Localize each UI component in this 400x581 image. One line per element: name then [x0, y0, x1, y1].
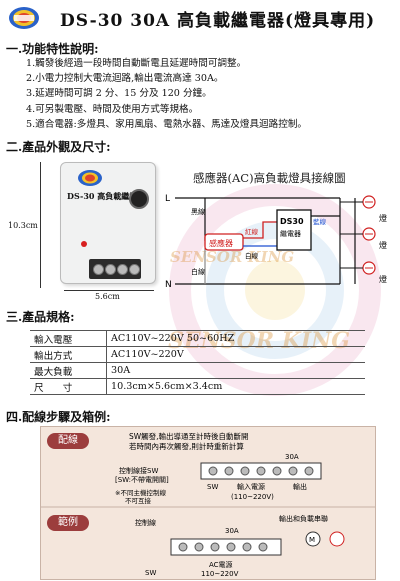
- white-wire-label: 白線: [191, 267, 205, 276]
- svg-text:M: M: [309, 536, 315, 544]
- lamp-icon: [362, 195, 376, 209]
- sw-label: SW: [207, 483, 218, 491]
- device-photo: DS-30 高負載繼電器: [60, 162, 156, 284]
- device-model-label: DS-30 高負載繼電器: [67, 191, 146, 201]
- terminal-block: [89, 259, 141, 279]
- ac-power-label: AC電源: [209, 560, 233, 569]
- indicator-led-icon: [81, 241, 87, 247]
- lamp-icon: [362, 261, 376, 275]
- spec-key: 輸出方式: [30, 346, 107, 363]
- white2-wire-label: 白線: [245, 251, 259, 260]
- control-sw-note: [SW:不帶電開關]: [115, 476, 169, 484]
- screw-icon: [117, 264, 128, 275]
- section-spec-heading: 三.產品規格:: [6, 310, 75, 324]
- spec-table: 輸入電壓 AC110V~220V 50~60HZ 輸出方式 AC110V~220…: [30, 330, 365, 395]
- table-row: 尺 寸 10.3cm×5.6cm×3.4cm: [30, 378, 365, 395]
- spec-value: AC110V~220V 50~60HZ: [106, 330, 365, 347]
- black-wire-label: 黑線: [191, 207, 205, 216]
- amp-label: 30A: [225, 527, 239, 535]
- lamp-label: 燈: [379, 240, 387, 250]
- table-row: 輸入電壓 AC110V~220V 50~60HZ: [30, 330, 365, 347]
- relay-sub-label: 繼電器: [280, 229, 301, 238]
- feature-item: 4.可另製電壓、時間及使用方式等規格。: [26, 103, 199, 115]
- sw-label: SW: [145, 569, 156, 577]
- section-wiring-heading: 四.配線步驟及箱例:: [6, 410, 111, 424]
- width-dimension-label: 5.6cm: [95, 292, 120, 301]
- table-row: 輸出方式 AC110V~220V: [30, 346, 365, 363]
- height-dimension-label: 10.3cm: [8, 221, 38, 230]
- red-wire-label: 紅線: [245, 227, 259, 236]
- page-title: DS-30 30A 高負載繼電器(燈具專用): [60, 11, 376, 31]
- lamp-label: 燈: [379, 274, 387, 284]
- feature-item: 3.延遲時間可調 2 分、15 分及 120 分鐘。: [26, 88, 212, 100]
- watermark-text: SENSOR KING: [170, 248, 295, 266]
- no-cross-note-2: 不可互接: [125, 496, 152, 505]
- motor-icon: M: [305, 531, 321, 547]
- spec-value: 10.3cm×5.6cm×3.4cm: [106, 378, 365, 395]
- spec-key: 最大負載: [30, 362, 107, 379]
- wiring-diagram: L N 黑線 白線 感應器 紅線 白線 DS30 繼電器 藍線: [165, 186, 397, 292]
- feature-item: 1.觸發後經過一段時間自動斷電且延遲時間可調整。: [26, 58, 247, 69]
- output-label: 輸出: [293, 482, 307, 491]
- lamp-icon: [362, 227, 376, 241]
- sensor-label: 感應器: [209, 238, 233, 248]
- spec-key: 尺 寸: [30, 378, 107, 395]
- section-features-heading: 一.功能特性說明:: [6, 42, 99, 56]
- device-logo-icon: [77, 169, 103, 187]
- section-appearance-heading: 二.產品外觀及尺寸:: [6, 140, 111, 154]
- feature-item: 5.適合電器:多燈具、家用風扇、電熱水器、馬達及燈具迴路控制。: [26, 118, 308, 130]
- width-dimension-line: [64, 290, 154, 291]
- wiring-diagram-title: 感應器(AC)高負載燈具接線圖: [193, 171, 346, 185]
- voltage-range-label: (110~220V): [231, 493, 274, 501]
- control-sw-label: 控制線接SW: [119, 466, 158, 475]
- screw-icon: [129, 264, 140, 275]
- ac-range-label: 110~220V: [201, 570, 239, 578]
- lamp-label: 燈: [379, 213, 387, 223]
- amp-label: 30A: [285, 453, 299, 461]
- screw-icon: [93, 264, 104, 275]
- sensor-king-logo: [8, 6, 40, 30]
- spec-value: 30A: [106, 362, 365, 379]
- example-tag: 範例: [47, 515, 89, 531]
- timer-knob-icon: [129, 189, 149, 209]
- note-line-2: 若時間內再次觸發,則計時重新計算: [129, 441, 244, 451]
- blue-wire-label: 藍線: [313, 217, 327, 226]
- relay-label: DS30: [280, 217, 304, 226]
- spec-value: AC110V~220V: [106, 346, 365, 363]
- wiring-tag: 配線: [47, 433, 89, 449]
- screw-icon: [105, 264, 116, 275]
- feature-item: 2.小電力控制大電流迴路,輸出電流高達 30A。: [26, 73, 224, 85]
- line-L-label: L: [165, 194, 170, 204]
- feature-list: 1.觸發後經過一段時間自動斷電且延遲時間可調整。 2.小電力控制大電流迴路,輸出…: [26, 56, 307, 132]
- load-label: 輸出和負載串聯: [279, 514, 328, 523]
- note-line-1: SW觸發,輸出導通至計時後自動斷開: [129, 431, 249, 441]
- table-row: 最大負載 30A: [30, 362, 365, 379]
- height-dimension-line: [40, 162, 41, 288]
- control-wire-label: 控制線: [135, 518, 156, 527]
- no-cross-note: ※不同主機控制線: [115, 488, 166, 497]
- wiring-steps-panel: 配線 範例 SW觸發,輸出導通至計時後自動斷開 若時間內再次觸發,則計時重新計算…: [40, 426, 376, 580]
- lamp-icon: [329, 531, 345, 547]
- spec-key: 輸入電壓: [30, 330, 107, 347]
- input-power-label: 輸入電源: [237, 482, 265, 491]
- line-N-label: N: [165, 280, 172, 290]
